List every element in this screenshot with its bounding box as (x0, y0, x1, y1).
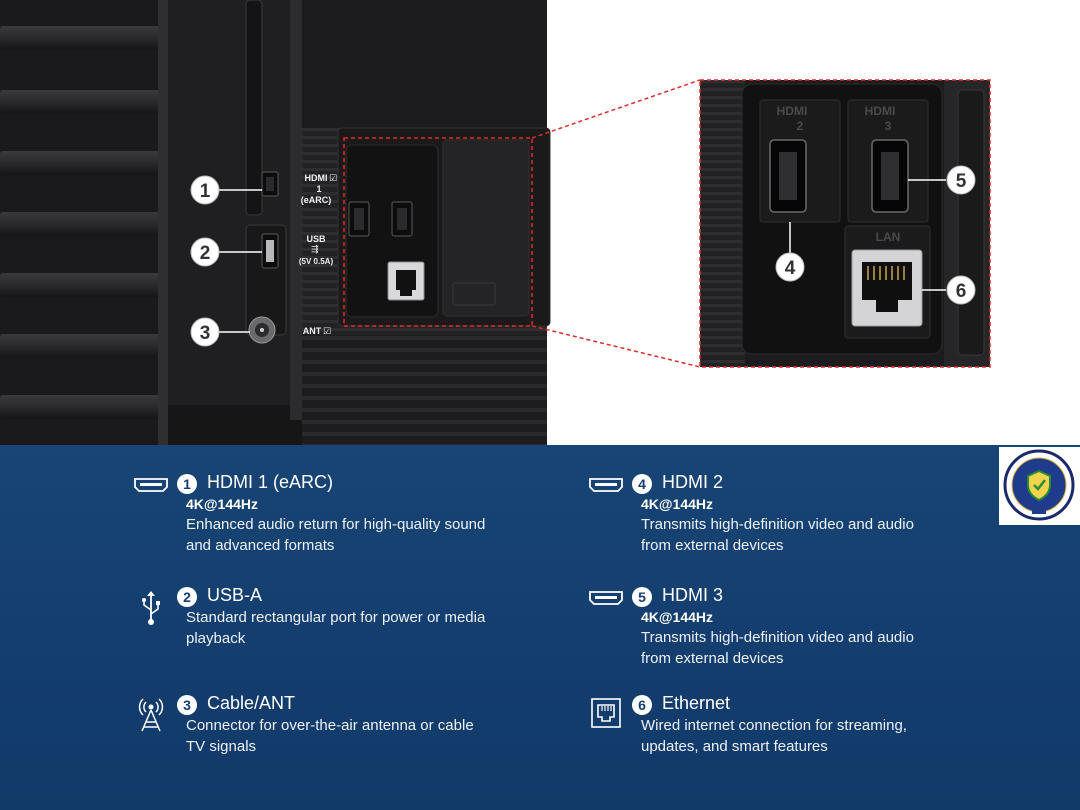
rear-vent-bars (0, 0, 168, 445)
svg-text:3: 3 (200, 323, 211, 344)
hdmi1-label-b: 1 (316, 184, 321, 194)
port-title: HDMI 2 (662, 472, 724, 492)
hdmi-icon (589, 588, 623, 608)
ant-port (248, 316, 276, 344)
port-spec: 4K@144Hz (641, 496, 714, 512)
callout-3: 3 (190, 317, 220, 347)
port-number: 4 (632, 474, 652, 494)
usb-port (261, 233, 279, 269)
highlight-box (343, 137, 533, 327)
port-desc: Connector for over-the-air antenna or ca… (186, 717, 474, 755)
zoom-hdmi2-label-a: HDMI (777, 104, 808, 118)
hdmi-icon (134, 475, 168, 495)
zoom-hdmi2-label-b: 2 (797, 119, 804, 133)
svg-text:☑: ☑ (323, 326, 331, 336)
port-number: 3 (177, 695, 197, 715)
zoom-hdmi3-label-a: HDMI (865, 104, 896, 118)
zoom-lan-label: LAN (876, 230, 901, 244)
port-number: 5 (632, 587, 652, 607)
svg-text:1: 1 (200, 181, 211, 202)
svg-text:5: 5 (956, 171, 967, 192)
zoom-hdmi3-label-b: 3 (885, 119, 892, 133)
port-desc: Standard rectangular port for power or m… (186, 609, 486, 647)
hdmi1-label-a: HDMI (305, 173, 328, 183)
hdmi2-port-small (348, 201, 370, 237)
port-title: Cable/ANT (207, 693, 296, 713)
port-number: 1 (177, 474, 197, 494)
usb-icon (134, 589, 168, 627)
hdmi1-port (261, 171, 279, 197)
callout-6: 6 (946, 275, 976, 305)
port-info-panel: 1 HDMI 1 (eARC) 4K@144Hz Enhanced audio … (0, 445, 1080, 810)
svg-text:6: 6 (956, 281, 967, 302)
usb-label-a: USB (306, 234, 326, 244)
port-title: USB-A (207, 585, 263, 605)
tv-rear-photo: HDMI 1 (eARC) USB (5V 0.5A) ANT ☑ ⇶ ☑ (0, 0, 991, 445)
port-desc: Enhanced audio return for high-quality s… (186, 516, 486, 554)
port-title: Ethernet (662, 693, 731, 713)
port-desc: Wired internet connection for streaming,… (641, 717, 907, 755)
ethernet-icon (589, 697, 623, 729)
port-desc: Transmits high-definition video and audi… (641, 629, 914, 667)
svg-text:☑: ☑ (329, 173, 337, 183)
port-number: 2 (177, 587, 197, 607)
svg-text:4: 4 (785, 258, 796, 279)
hdmi1-label-c: (eARC) (301, 195, 332, 205)
usb-label-b: (5V 0.5A) (299, 257, 334, 266)
lan-port-small (387, 261, 425, 301)
port-desc: Transmits high-definition video and audi… (641, 516, 914, 554)
port-number: 6 (632, 695, 652, 715)
svg-text:⇶: ⇶ (311, 244, 319, 254)
zoom-frame (699, 79, 991, 368)
ant-label: ANT (303, 326, 322, 336)
hdmi3-port-small (391, 201, 413, 237)
seal-logo (999, 447, 1080, 525)
port-title: HDMI 1 (eARC) (207, 472, 334, 492)
hdmi-icon (589, 475, 623, 495)
callout-5: 5 (946, 165, 976, 195)
port-spec: 4K@144Hz (186, 496, 259, 512)
callout-1: 1 (190, 175, 220, 205)
port-title: HDMI 3 (662, 585, 724, 605)
callout-4: 4 (775, 252, 805, 282)
svg-text:2: 2 (200, 243, 211, 264)
zoom-inset: HDMI 2 HDMI 3 LAN (700, 80, 990, 367)
antenna-icon (134, 697, 168, 733)
callout-2: 2 (190, 237, 220, 267)
port-spec: 4K@144Hz (641, 609, 714, 625)
